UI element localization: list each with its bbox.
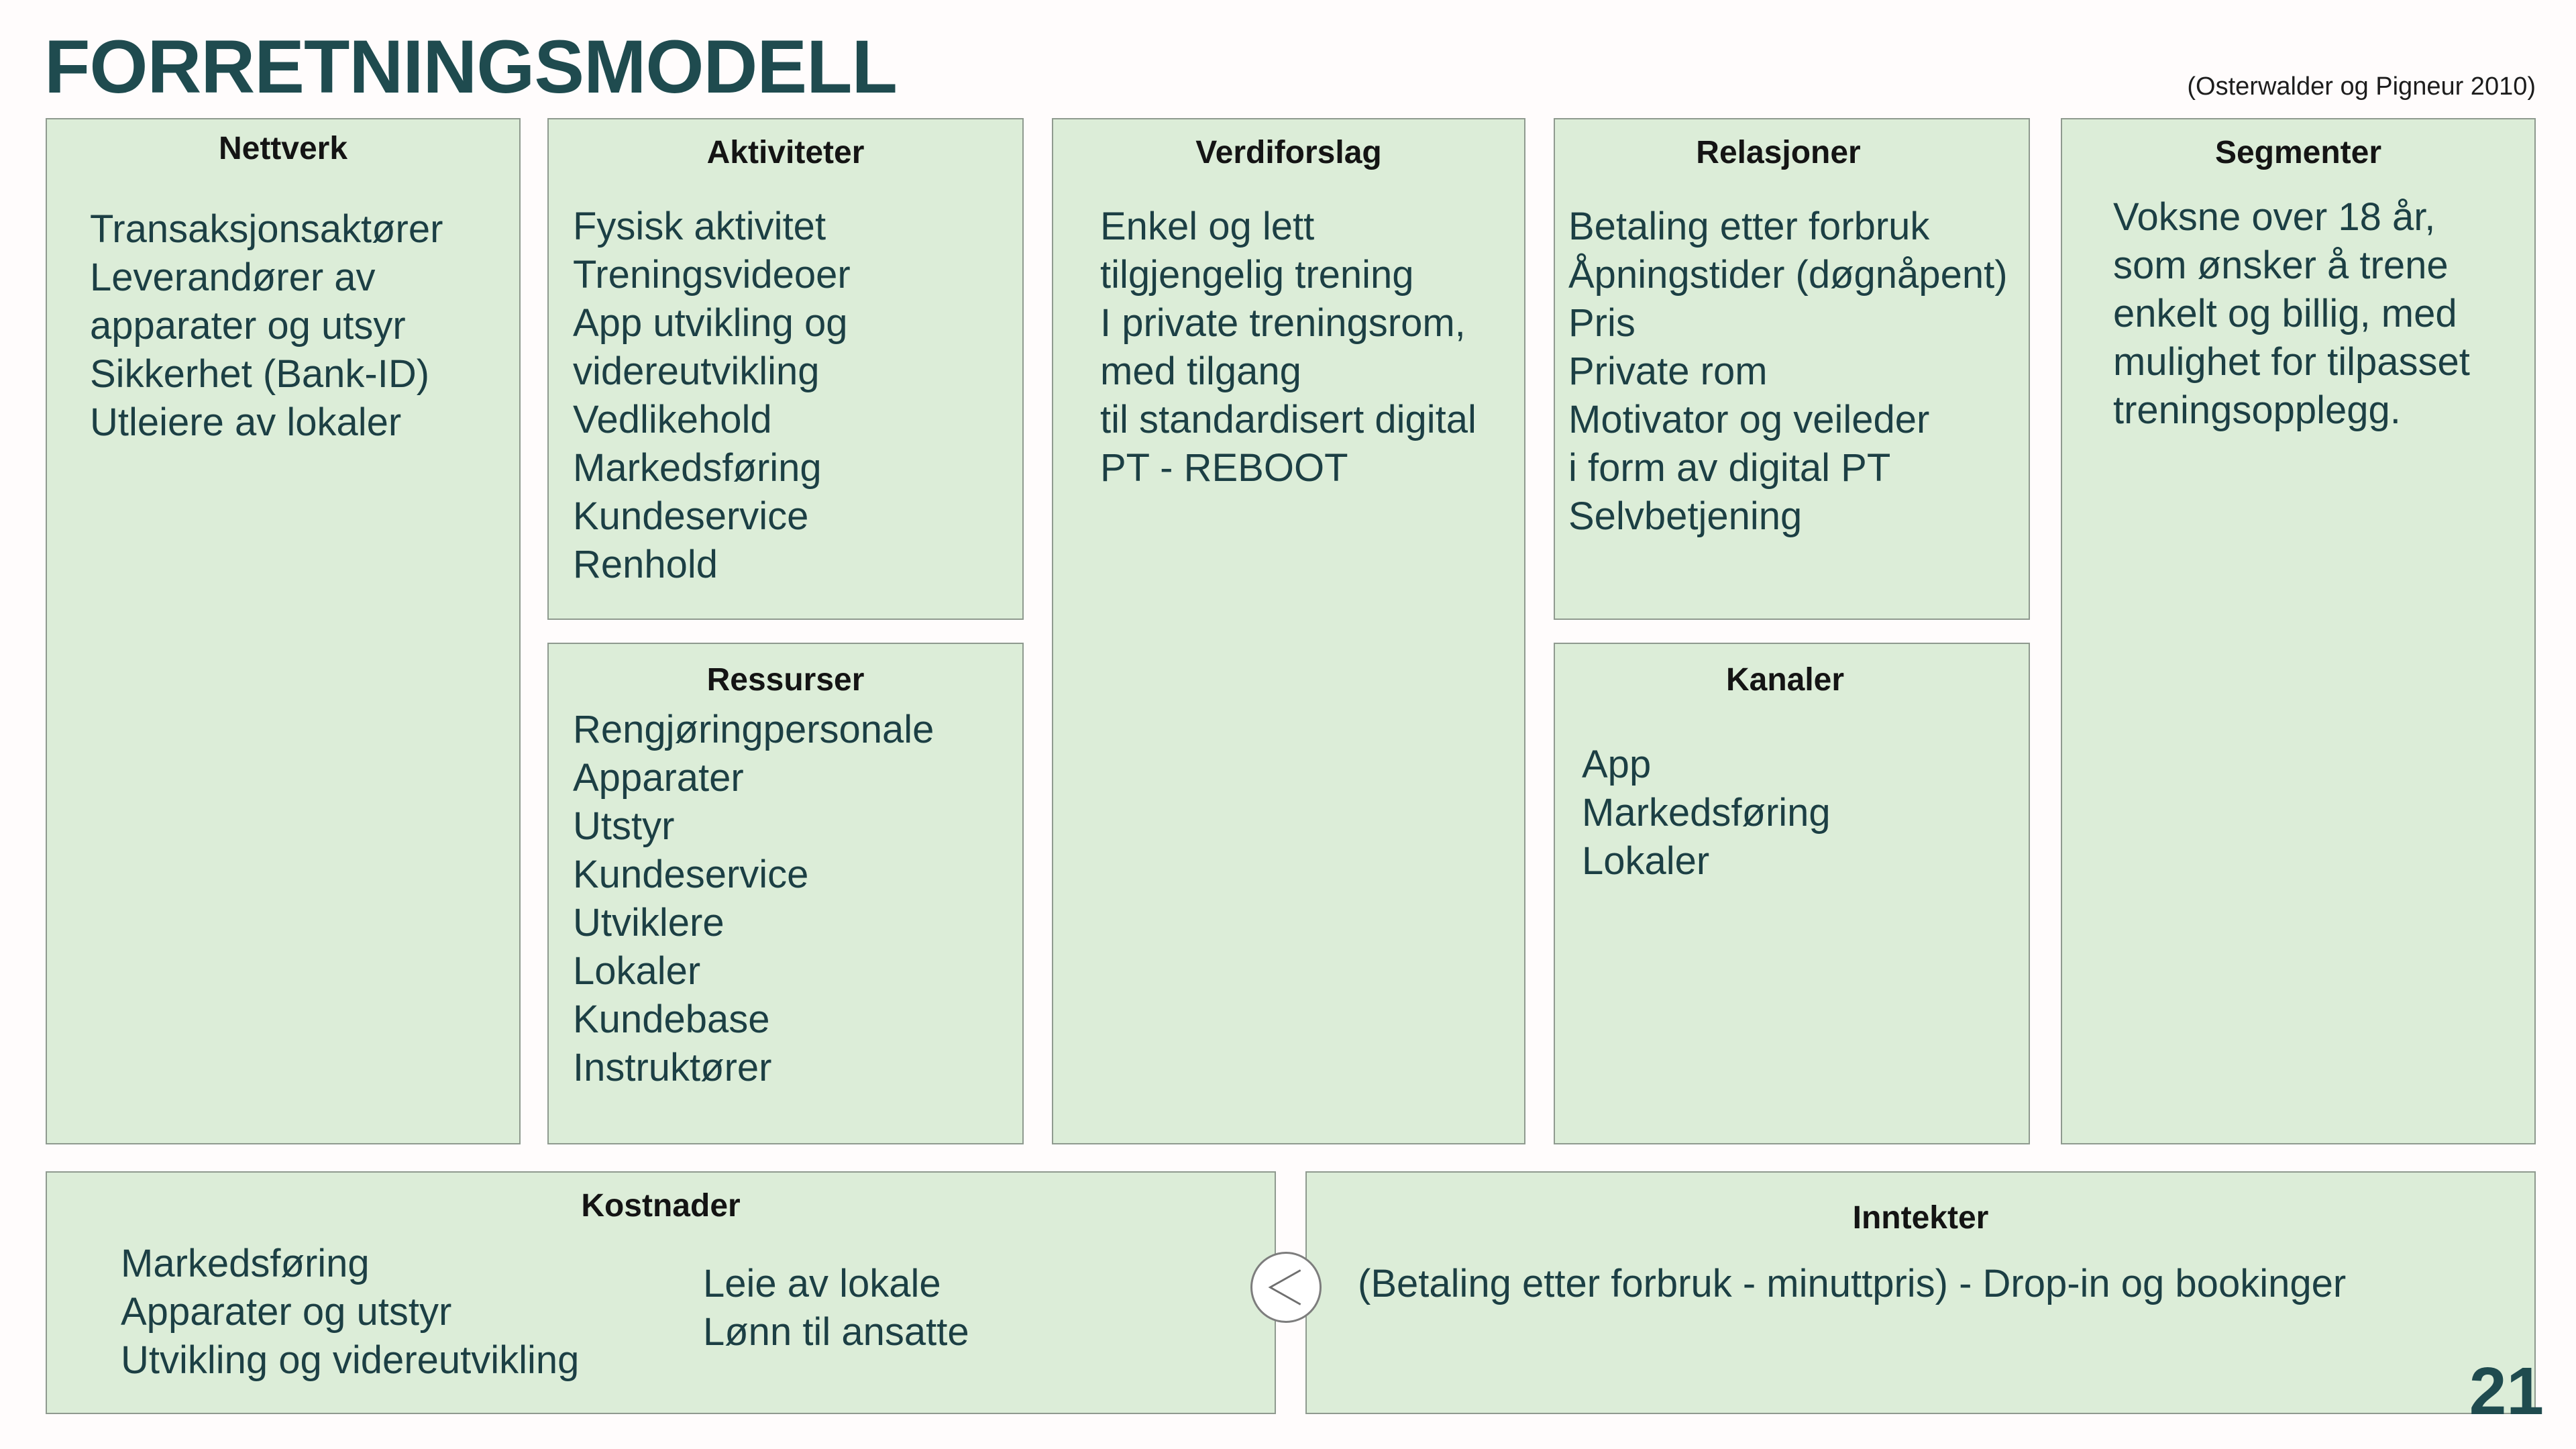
list-item: Pris bbox=[1568, 301, 1635, 345]
block-segmenter: Segmenter Voksne over 18 år, som ønsker … bbox=[2061, 118, 2536, 1144]
list-item: tilgjengelig trening bbox=[1100, 253, 1414, 297]
list-item: App bbox=[1582, 743, 1652, 786]
list-item: Utstyr bbox=[573, 804, 675, 848]
list-item: Voksne over 18 år, bbox=[2113, 195, 2436, 239]
block-title-ressurser: Ressurser bbox=[706, 662, 865, 698]
verdiforslag-list: Enkel og lett tilgjengelig trening I pri… bbox=[1100, 203, 1477, 492]
list-item: med tilgang bbox=[1100, 350, 1301, 393]
list-item: Apparater og utstyr bbox=[121, 1290, 452, 1334]
kostnader-list-left: Markedsføring Apparater og utstyr Utvikl… bbox=[121, 1240, 579, 1385]
block-kostnader: Kostnader Markedsføring Apparater og uts… bbox=[46, 1171, 1276, 1414]
list-item: apparater og utsyr bbox=[90, 304, 406, 347]
block-title-verdiforslag: Verdiforslag bbox=[1195, 135, 1382, 170]
list-item: Lokaler bbox=[573, 949, 701, 993]
list-item: Sikkerhet (Bank-ID) bbox=[90, 352, 430, 396]
citation: (Osterwalder og Pigneur 2010) bbox=[2187, 72, 2536, 101]
list-item: Renhold bbox=[573, 543, 718, 586]
list-item: Enkel og lett bbox=[1100, 205, 1315, 248]
relasjoner-list: Betaling etter forbruk Åpningstider (døg… bbox=[1568, 203, 2008, 541]
list-item: Fysisk aktivitet bbox=[573, 205, 826, 248]
list-item: videreutvikling bbox=[573, 350, 820, 393]
block-title-relasjoner: Relasjoner bbox=[1696, 135, 1861, 170]
list-item: Rengjøringpersonale bbox=[573, 708, 934, 751]
list-item: Markedsføring bbox=[1582, 791, 1831, 835]
list-item: Kundebase bbox=[573, 998, 770, 1041]
list-item: Markedsføring bbox=[121, 1242, 370, 1285]
arrow-left-icon bbox=[1250, 1252, 1322, 1323]
list-item: App utvikling og bbox=[573, 301, 848, 345]
list-item: Treningsvideoer bbox=[573, 253, 851, 297]
inntekter-list: (Betaling etter forbruk - minuttpris) - … bbox=[1358, 1260, 2346, 1308]
list-item: Utleiere av lokaler bbox=[90, 400, 402, 444]
block-aktiviteter: Aktiviteter Fysisk aktivitet Treningsvid… bbox=[547, 118, 1024, 620]
list-item: enkelt og billig, med bbox=[2113, 292, 2457, 335]
block-nettverk: Nettverk Transaksjonsaktører Leverandøre… bbox=[46, 118, 521, 1144]
list-item: i form av digital PT bbox=[1568, 446, 1891, 490]
list-item: Private rom bbox=[1568, 350, 1768, 393]
list-item: Utvikling og videreutvikling bbox=[121, 1338, 580, 1382]
page-title: FORRETNINGSMODELL bbox=[44, 25, 898, 109]
block-title-aktiviteter: Aktiviteter bbox=[706, 135, 865, 170]
list-item: Kundeservice bbox=[573, 853, 809, 896]
list-item: Lønn til ansatte bbox=[703, 1310, 969, 1354]
ressurser-list: Rengjøringpersonale Apparater Utstyr Kun… bbox=[573, 706, 934, 1092]
nettverk-list: Transaksjonsaktører Leverandører av appa… bbox=[90, 205, 443, 447]
block-kanaler: Kanaler App Markedsføring Lokaler bbox=[1554, 643, 2030, 1144]
block-title-inntekter: Inntekter bbox=[1852, 1200, 1989, 1236]
block-title-kanaler: Kanaler bbox=[1725, 662, 1845, 698]
list-item: Apparater bbox=[573, 756, 744, 800]
list-item: Transaksjonsaktører bbox=[90, 207, 443, 251]
list-item: Åpningstider (døgnåpent) bbox=[1568, 253, 2008, 297]
list-item: mulighet for tilpasset bbox=[2113, 340, 2470, 384]
block-relasjoner: Relasjoner Betaling etter forbruk Åpning… bbox=[1554, 118, 2030, 620]
block-verdiforslag: Verdiforslag Enkel og lett tilgjengelig … bbox=[1052, 118, 1525, 1144]
list-item: Leie av lokale bbox=[703, 1262, 941, 1305]
list-item: I private treningsrom, bbox=[1100, 301, 1466, 345]
list-item: Leverandører av bbox=[90, 256, 376, 299]
segmenter-list: Voksne over 18 år, som ønsker å trene en… bbox=[2113, 193, 2470, 435]
list-item: PT - REBOOT bbox=[1100, 446, 1348, 490]
list-item: til standardisert digital bbox=[1100, 398, 1477, 441]
list-item: Utviklere bbox=[573, 901, 724, 945]
kostnader-list-right: Leie av lokale Lønn til ansatte bbox=[703, 1260, 969, 1356]
list-item: Lokaler bbox=[1582, 839, 1710, 883]
list-item: som ønsker å trene bbox=[2113, 244, 2449, 287]
list-item: Kundeservice bbox=[573, 494, 809, 538]
list-item: Markedsføring bbox=[573, 446, 822, 490]
list-item: Betaling etter forbruk bbox=[1568, 205, 1930, 248]
block-title-segmenter: Segmenter bbox=[2214, 135, 2382, 170]
list-item: Instruktører bbox=[573, 1046, 772, 1089]
block-title-kostnader: Kostnader bbox=[581, 1188, 741, 1224]
kanaler-list: App Markedsføring Lokaler bbox=[1582, 741, 1831, 885]
block-title-nettverk: Nettverk bbox=[218, 131, 348, 166]
list-item: (Betaling etter forbruk - minuttpris) - … bbox=[1358, 1262, 2347, 1305]
list-item: Vedlikehold bbox=[573, 398, 772, 441]
block-inntekter: Inntekter (Betaling etter forbruk - minu… bbox=[1305, 1171, 2536, 1414]
page-number: 21 bbox=[2469, 1354, 2544, 1429]
list-item: treningsopplegg. bbox=[2113, 388, 2401, 432]
aktiviteter-list: Fysisk aktivitet Treningsvideoer App utv… bbox=[573, 203, 851, 589]
block-ressurser: Ressurser Rengjøringpersonale Apparater … bbox=[547, 643, 1024, 1144]
list-item: Selvbetjening bbox=[1568, 494, 1803, 538]
list-item: Motivator og veileder bbox=[1568, 398, 1930, 441]
